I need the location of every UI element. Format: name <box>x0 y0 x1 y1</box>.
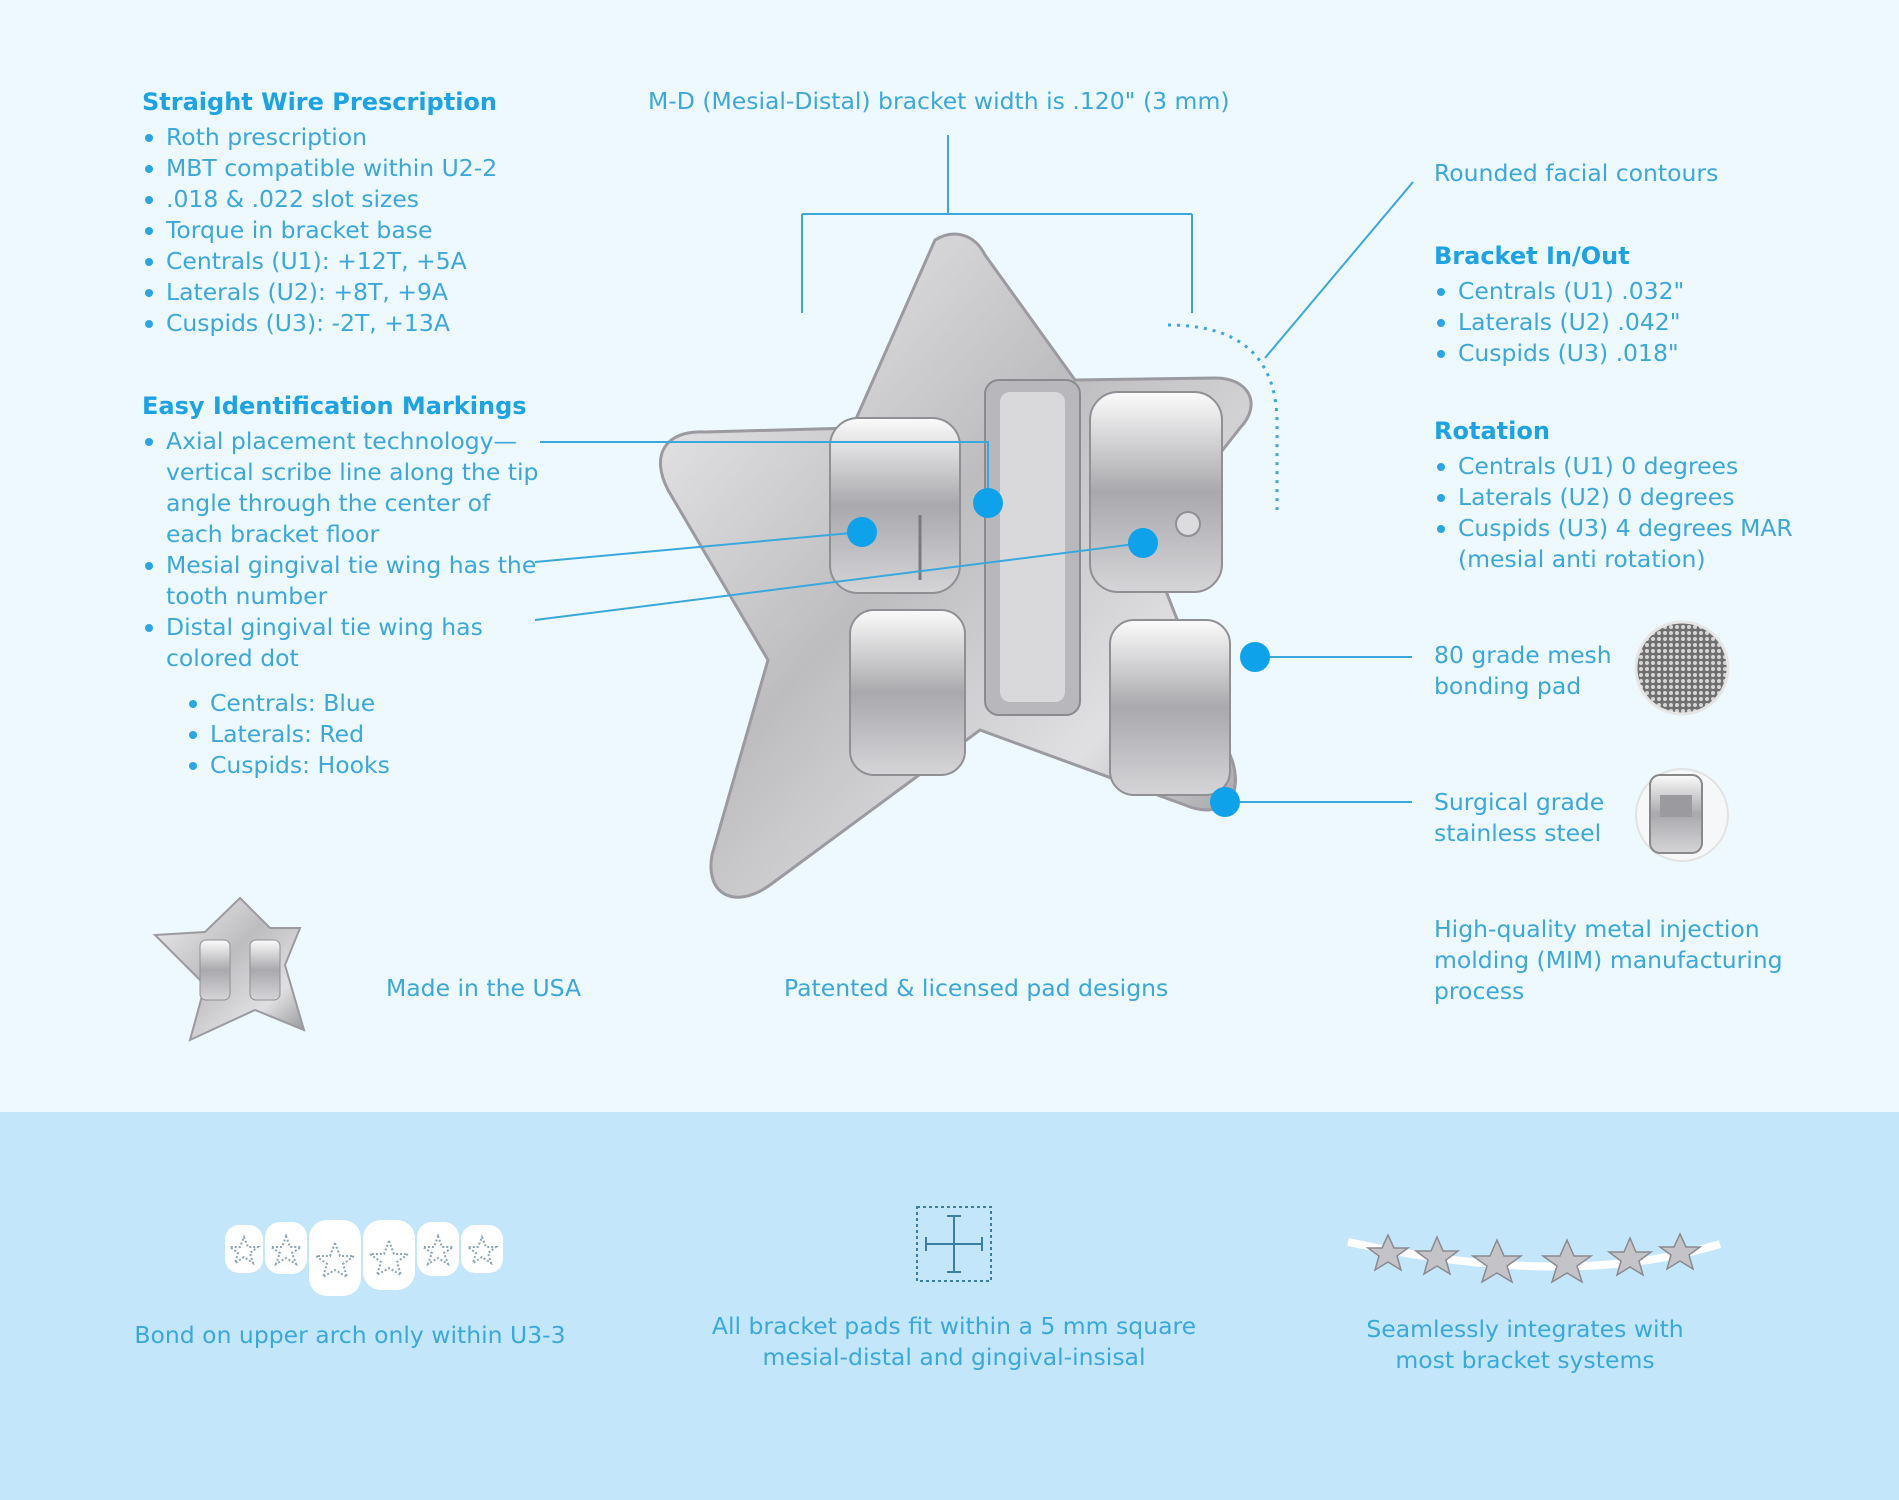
list-item: Torque in bracket base <box>142 215 497 246</box>
bracket-star-image <box>658 232 1253 899</box>
prescription-section: Straight Wire Prescription Roth prescrip… <box>142 88 497 339</box>
inout-list: Centrals (U1) .032" Laterals (U2) .042" … <box>1434 276 1684 369</box>
list-item: Distal gingival tie wing has colored dot <box>142 612 546 674</box>
list-item: Laterals: Red <box>186 719 546 750</box>
inout-section: Bracket In/Out Centrals (U1) .032" Later… <box>1434 242 1684 369</box>
leader-lines <box>534 441 1412 803</box>
list-item: Cuspids: Hooks <box>186 750 546 781</box>
feature-square-pad-text: All bracket pads fit within a 5 mm squar… <box>711 1312 1197 1371</box>
contour-dotted-line <box>1167 323 1279 510</box>
rotation-list: Centrals (U1) 0 degrees Laterals (U2) 0 … <box>1434 451 1798 575</box>
prescription-list: Roth prescription MBT compatible within … <box>142 122 497 339</box>
list-item: Cuspids (U3): -2T, +13A <box>142 308 497 339</box>
list-item: Laterals (U2) .042" <box>1434 307 1684 338</box>
list-item: Roth prescription <box>142 122 497 153</box>
list-item: Mesial gingival tie wing has the tooth n… <box>142 550 546 612</box>
list-item: MBT compatible within U2-2 <box>142 153 497 184</box>
bracket-arch-wire-icon <box>1347 1232 1722 1284</box>
bottom-panel <box>0 1112 1899 1500</box>
upper-arch-teeth-icon <box>225 1220 503 1296</box>
callout-dots <box>847 488 1270 817</box>
patented-label: Patented & licensed pad designs <box>784 974 1169 1002</box>
list-item: Cuspids (U3) 4 degrees MAR (mesial anti … <box>1434 513 1798 575</box>
markings-heading: Easy Identification Markings <box>142 392 527 420</box>
mesh-pad-image <box>1634 620 1730 716</box>
list-item: Axial placement technology—vertical scri… <box>142 426 546 550</box>
list-item: Centrals: Blue <box>186 688 546 719</box>
stainless-steel-image <box>1635 768 1729 862</box>
width-dimension-line <box>801 135 1193 313</box>
made-in-usa-label: Made in the USA <box>386 974 582 1002</box>
feature-upper-arch-text: Bond on upper arch only within U3-3 <box>134 1321 566 1349</box>
list-item: Centrals (U1) .032" <box>1434 276 1684 307</box>
small-bracket-star-image <box>152 896 306 1042</box>
markings-list: Axial placement technology—vertical scri… <box>142 426 546 674</box>
contour-leader-line <box>1264 181 1414 359</box>
square-pad-icon <box>916 1206 992 1282</box>
feature-integration-text: Seamlessly integrates with most bracket … <box>1366 1315 1684 1374</box>
list-item: Cuspids (U3) .018" <box>1434 338 1684 369</box>
inout-heading: Bracket In/Out <box>1434 242 1630 270</box>
bracket-width-label: M-D (Mesial-Distal) bracket width is .12… <box>648 87 1230 115</box>
contours-label: Rounded facial contours <box>1434 159 1719 187</box>
steel-label: Surgical grade stainless steel <box>1434 788 1605 847</box>
rotation-section: Rotation Centrals (U1) 0 degrees Lateral… <box>1434 417 1798 575</box>
list-item: .018 & .022 slot sizes <box>142 184 497 215</box>
markings-section: Easy Identification Markings Axial place… <box>142 392 546 781</box>
list-item: Laterals (U2) 0 degrees <box>1434 482 1798 513</box>
list-item: Centrals (U1) 0 degrees <box>1434 451 1798 482</box>
mim-label: High-quality metal injection molding (MI… <box>1434 915 1783 1005</box>
list-item: Laterals (U2): +8T, +9A <box>142 277 497 308</box>
list-item: Centrals (U1): +12T, +5A <box>142 246 497 277</box>
markings-sublist: Centrals: Blue Laterals: Red Cuspids: Ho… <box>186 688 546 781</box>
rotation-heading: Rotation <box>1434 417 1550 445</box>
prescription-heading: Straight Wire Prescription <box>142 88 498 116</box>
mesh-label: 80 grade mesh bonding pad <box>1434 641 1612 700</box>
